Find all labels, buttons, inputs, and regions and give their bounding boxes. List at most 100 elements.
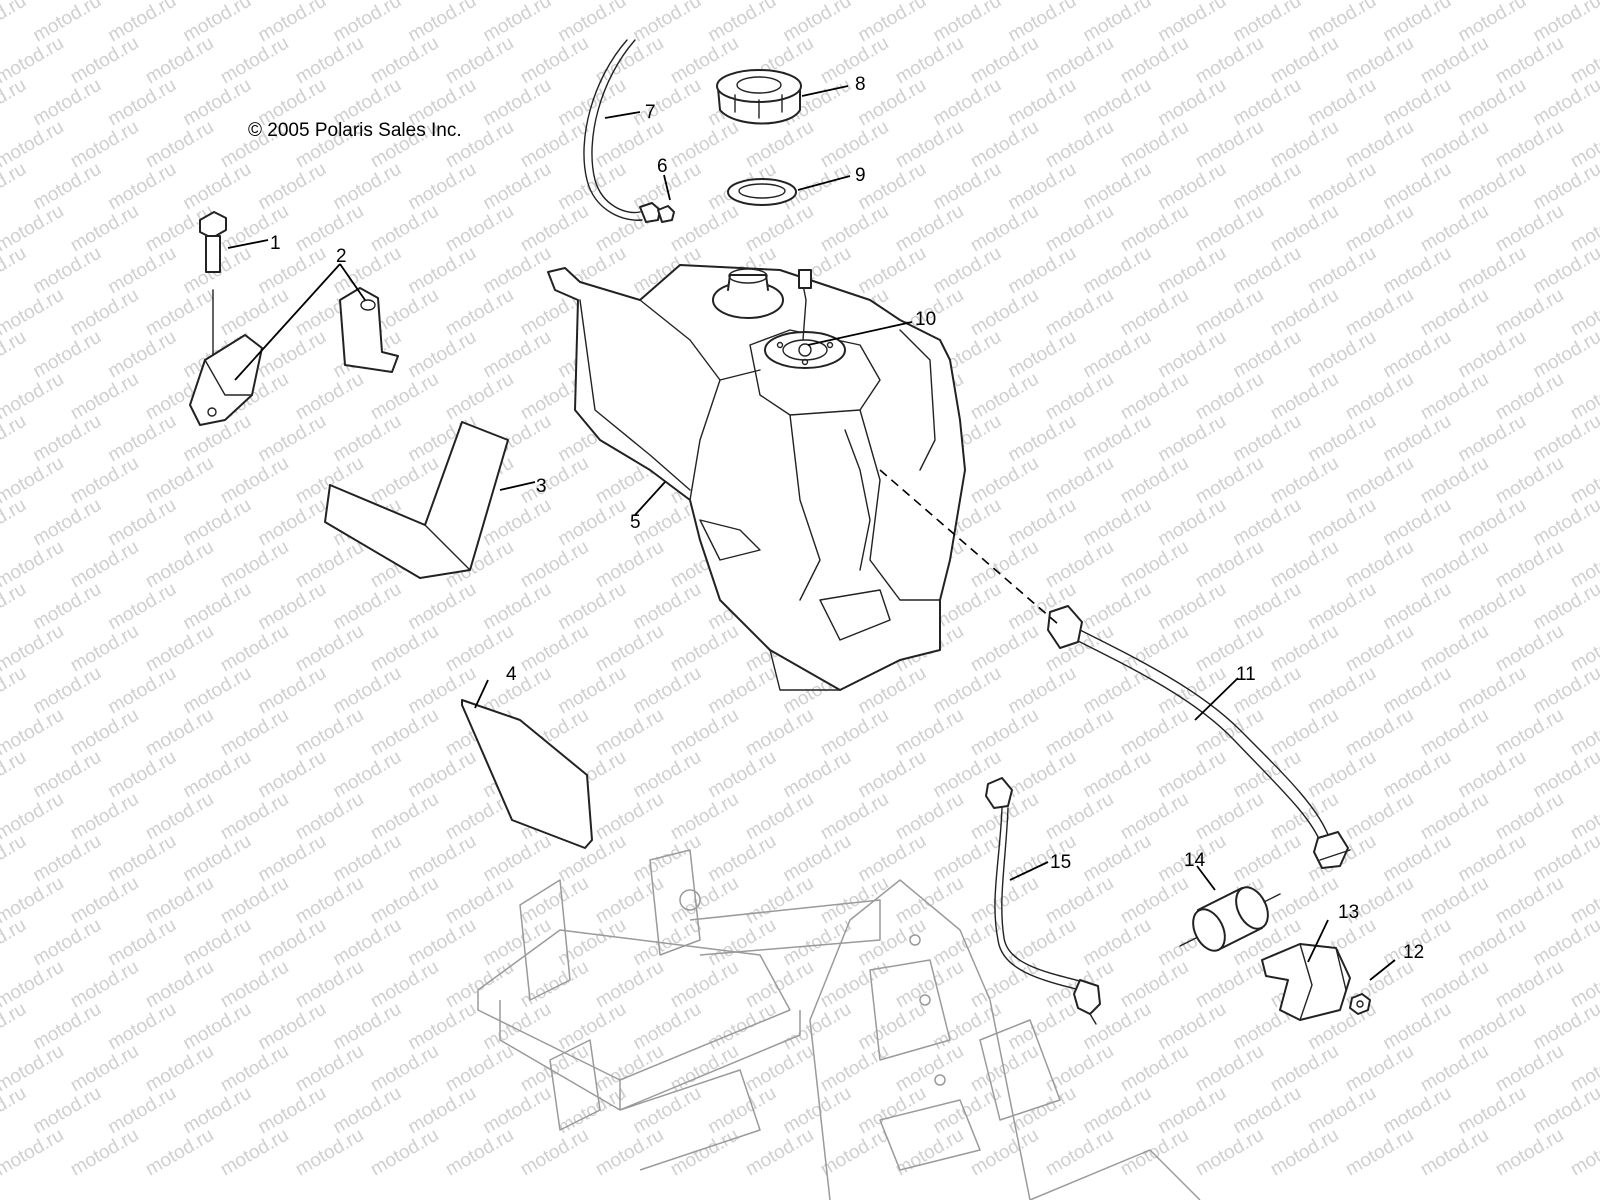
watermark-text: motod.ru [105, 243, 180, 299]
watermark-text: motod.ru [1455, 915, 1530, 971]
watermark-text: motod.ru [442, 873, 517, 929]
watermark-text: motod.ru [1530, 915, 1600, 971]
gasket-part-9 [727, 178, 797, 206]
watermark-text: motod.ru [217, 1125, 292, 1181]
watermark-text: motod.ru [0, 579, 30, 635]
watermark-text: motod.ru [0, 495, 30, 551]
watermark-text: motod.ru [742, 201, 817, 257]
watermark-text: motod.ru [442, 201, 517, 257]
callout-4: 4 [506, 664, 517, 685]
watermark-text: motod.ru [1267, 1041, 1342, 1097]
watermark-text: motod.ru [1005, 495, 1080, 551]
watermark-text: motod.ru [442, 369, 517, 425]
watermark-text: motod.ru [0, 999, 30, 1055]
watermark-text: motod.ru [1042, 705, 1117, 761]
fuel-cap-part-8 [716, 69, 802, 125]
watermark-text: motod.ru [480, 243, 555, 299]
watermark-text: motod.ru [480, 1083, 555, 1139]
watermark-text: motod.ru [255, 327, 330, 383]
watermark-text: motod.ru [705, 1083, 780, 1139]
watermark-text: motod.ru [667, 789, 742, 845]
watermark-text: motod.ru [1380, 243, 1455, 299]
watermark-text: motod.ru [1192, 621, 1267, 677]
watermark-text: motod.ru [1005, 747, 1080, 803]
watermark-text: motod.ru [1192, 789, 1267, 845]
watermark-text: motod.ru [592, 1041, 667, 1097]
watermark-text: motod.ru [67, 33, 142, 89]
watermark-text: motod.ru [892, 33, 967, 89]
watermark-text: motod.ru [0, 915, 30, 971]
watermark-text: motod.ru [1005, 915, 1080, 971]
watermark-text: motod.ru [1267, 453, 1342, 509]
watermark-text: motod.ru [217, 537, 292, 593]
watermark-text: motod.ru [480, 327, 555, 383]
watermark-text: motod.ru [1192, 117, 1267, 173]
watermark-text: motod.ru [405, 579, 480, 635]
watermark-text: motod.ru [555, 495, 630, 551]
watermark-text: motod.ru [1005, 999, 1080, 1055]
watermark-text: motod.ru [855, 243, 930, 299]
callout-6: 6 [657, 156, 668, 177]
watermark-text: motod.ru [1492, 369, 1567, 425]
watermark-text: motod.ru [930, 243, 1005, 299]
watermark-text: motod.ru [817, 1041, 892, 1097]
watermark-text: motod.ru [1417, 789, 1492, 845]
watermark-text: motod.ru [967, 957, 1042, 1013]
watermark-text: motod.ru [255, 159, 330, 215]
watermark-text: motod.ru [855, 75, 930, 131]
watermark-text: motod.ru [442, 1125, 517, 1181]
watermark-text: motod.ru [1417, 33, 1492, 89]
watermark-text: motod.ru [142, 453, 217, 509]
watermark-text: motod.ru [1380, 747, 1455, 803]
watermark-text: motod.ru [1342, 789, 1417, 845]
watermark-text: motod.ru [1042, 537, 1117, 593]
watermark-text: motod.ru [667, 873, 742, 929]
watermark-text: motod.ru [330, 579, 405, 635]
watermark-text: motod.ru [255, 243, 330, 299]
watermark-text: motod.ru [217, 873, 292, 929]
watermark-text: motod.ru [1305, 1083, 1380, 1139]
watermark-text: motod.ru [292, 873, 367, 929]
watermark-text: motod.ru [817, 1125, 892, 1181]
watermark-text: motod.ru [255, 411, 330, 467]
watermark-text: motod.ru [892, 705, 967, 761]
watermark-text: motod.ru [1455, 1083, 1530, 1139]
watermark-text: motod.ru [405, 159, 480, 215]
watermark-text: motod.ru [742, 789, 817, 845]
watermark-text: motod.ru [405, 915, 480, 971]
watermark-text: motod.ru [1192, 1125, 1267, 1181]
watermark-text: motod.ru [1005, 327, 1080, 383]
vent-hose-part-7 [583, 39, 643, 221]
watermark-text: motod.ru [292, 1125, 367, 1181]
watermark-text: motod.ru [517, 117, 592, 173]
watermark-text: motod.ru [367, 33, 442, 89]
watermark-text: motod.ru [180, 999, 255, 1055]
watermark-text: motod.ru [592, 1125, 667, 1181]
watermark-text: motod.ru [30, 747, 105, 803]
watermark-text: motod.ru [405, 747, 480, 803]
watermark-text: motod.ru [930, 915, 1005, 971]
watermark-text: motod.ru [1117, 369, 1192, 425]
watermark-text: motod.ru [30, 411, 105, 467]
watermark-text: motod.ru [1492, 1041, 1567, 1097]
watermark-text: motod.ru [630, 747, 705, 803]
watermark-text: motod.ru [67, 117, 142, 173]
watermark-text: motod.ru [630, 0, 705, 46]
watermark-text: motod.ru [930, 663, 1005, 719]
watermark-text: motod.ru [1267, 873, 1342, 929]
watermark-text: motod.ru [1380, 75, 1455, 131]
callout-10: 10 [915, 309, 936, 330]
watermark-text: motod.ru [1080, 75, 1155, 131]
watermark-text: motod.ru [142, 33, 217, 89]
watermark-text: motod.ru [0, 1125, 67, 1181]
watermark-text: motod.ru [480, 579, 555, 635]
watermark-text: motod.ru [67, 201, 142, 257]
watermark-text: motod.ru [555, 0, 630, 46]
watermark-text: motod.ru [742, 117, 817, 173]
watermark-text: motod.ru [1417, 621, 1492, 677]
watermark-text: motod.ru [517, 453, 592, 509]
leader-lines [227, 85, 1396, 981]
watermark-text: motod.ru [405, 243, 480, 299]
watermark-text: motod.ru [1342, 369, 1417, 425]
watermark-text: motod.ru [1305, 75, 1380, 131]
